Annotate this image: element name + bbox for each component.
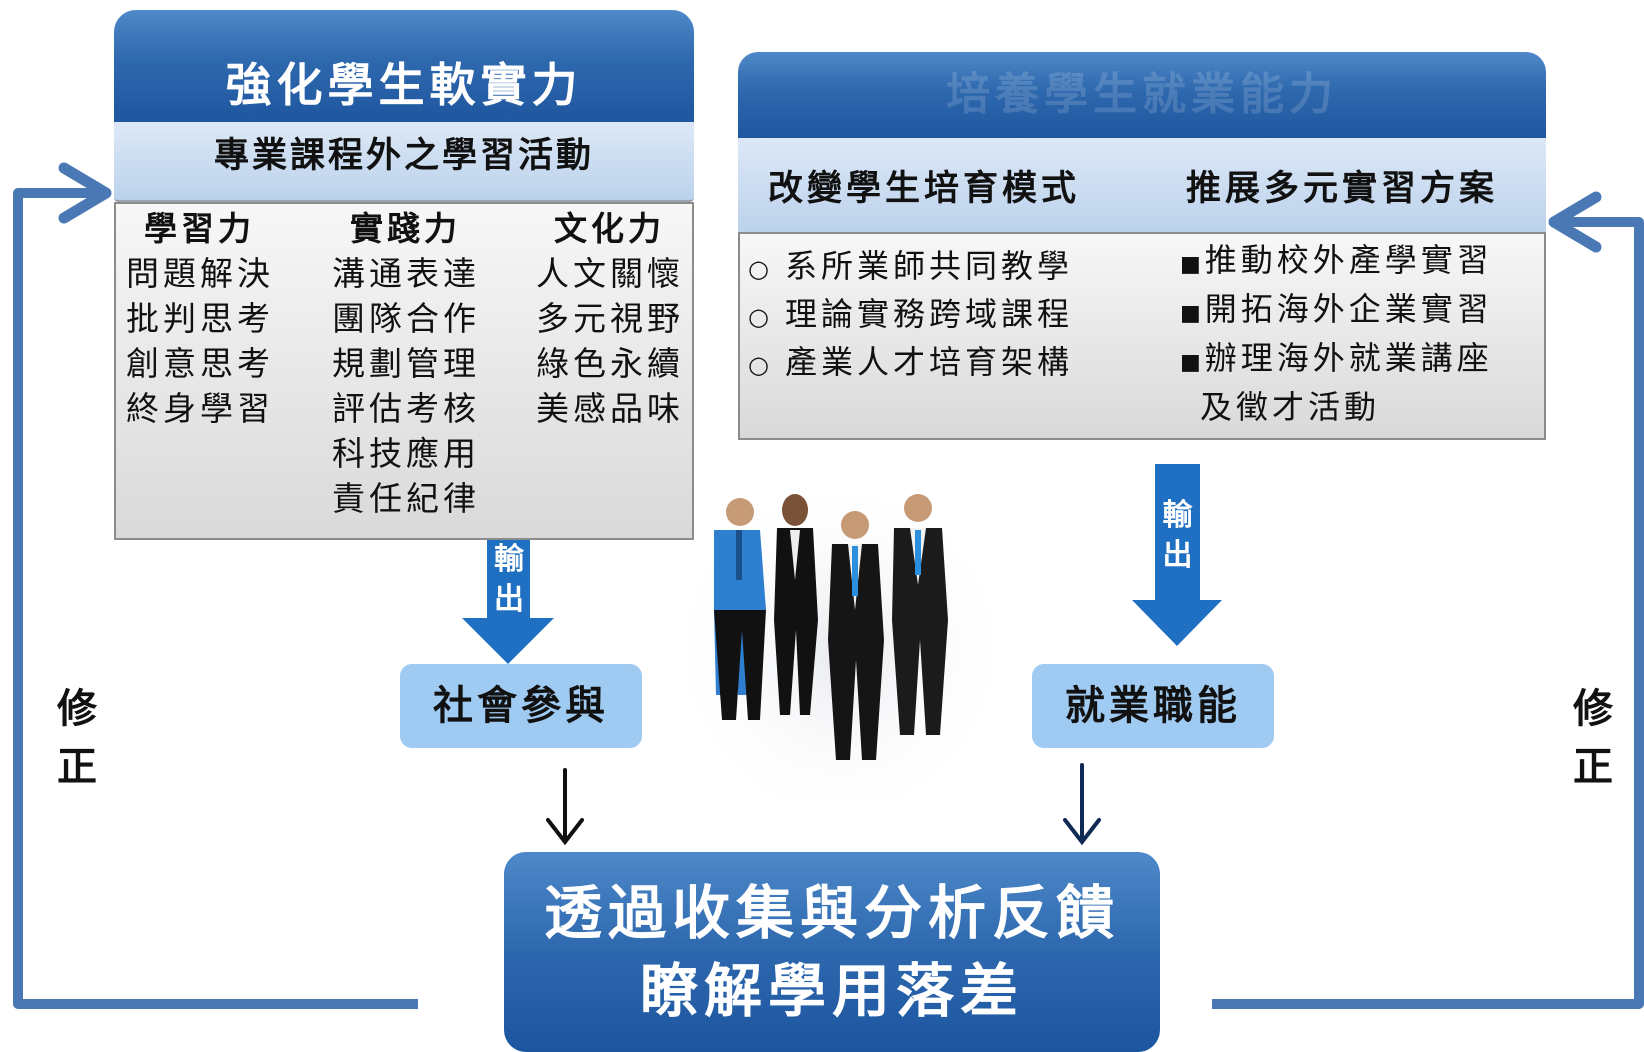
list-item: 多元視野 <box>536 299 684 338</box>
right-revise-label: 修 正 <box>1573 685 1613 790</box>
feedback-line-2: 瞭解學用落差 <box>639 957 1024 1025</box>
right-col2-heading: 推展多元實習方案 <box>1186 168 1499 209</box>
left-output-label: 輸 出 <box>494 542 524 617</box>
list-item: ■辦理海外就業講座 <box>1180 339 1493 377</box>
left-loop-line <box>13 188 418 1009</box>
right-panel-subheader: 改變學生培育模式 推展多元實習方案 <box>738 138 1546 234</box>
left-down-arrowhead <box>546 818 584 846</box>
business-people-group-icon <box>680 470 1000 800</box>
circle-bullet-icon: ○ <box>748 303 773 331</box>
right-col1-heading: 改變學生培育模式 <box>768 168 1081 209</box>
left-output-arrow <box>462 537 554 664</box>
list-item: 批判思考 <box>126 299 274 338</box>
outcome-social-participation: 社會參與 <box>400 664 642 748</box>
right-loop-arrowhead <box>1548 191 1602 253</box>
left-panel-body <box>114 202 694 540</box>
person-1 <box>714 498 766 720</box>
list-item: ■開拓海外企業實習 <box>1180 290 1493 328</box>
square-bullet-icon: ■ <box>1180 252 1205 277</box>
list-item: 規劃管理 <box>332 344 480 383</box>
right-output-label: 輸 出 <box>1162 498 1193 573</box>
list-item: 終身學習 <box>126 389 274 428</box>
column-culture: 文化力 人文關懷 多元視野 綠色永續 美感品味 <box>536 206 696 431</box>
right-col1-list: ○系所業師共同教學 ○理論實務跨域課程 ○產業人才培育架構 <box>748 244 1168 388</box>
column-learning: 學習力 問題解決 批判思考 創意思考 終身學習 <box>126 206 286 431</box>
circle-bullet-icon: ○ <box>748 255 773 283</box>
list-item: 問題解決 <box>126 254 274 293</box>
column-heading: 文化力 <box>554 209 665 248</box>
list-item: ○產業人才培育架構 <box>748 343 1073 381</box>
left-panel-subtitle: 專業課程外之學習活動 <box>114 122 694 202</box>
right-col2-list: ■推動校外產學實習 ■開拓海外企業實習 ■辦理海外就業講座 及徵才活動 <box>1180 238 1540 430</box>
list-item: ■推動校外產學實習 <box>1180 241 1493 279</box>
right-output-arrow <box>1132 464 1222 646</box>
left-panel-title: 強化學生軟實力 <box>114 10 694 122</box>
person-4 <box>892 494 948 735</box>
right-loop-line <box>1212 217 1644 1009</box>
list-item: 綠色永續 <box>536 344 684 383</box>
list-item: 創意思考 <box>126 344 274 383</box>
right-panel-title: 培養學生就業能力 <box>738 52 1546 138</box>
circle-bullet-icon: ○ <box>748 351 773 379</box>
list-item: 團隊合作 <box>332 299 480 338</box>
list-item: 責任紀律 <box>332 479 480 518</box>
outcome-employment-skills: 就業職能 <box>1032 664 1274 748</box>
square-bullet-icon: ■ <box>1180 301 1205 326</box>
list-item: 科技應用 <box>332 434 480 473</box>
list-item: 溝通表達 <box>332 254 480 293</box>
right-panel: 培養學生就業能力 改變學生培育模式 推展多元實習方案 ○系所業師共同教學 ○理論… <box>738 52 1546 440</box>
left-loop-arrowhead <box>58 162 112 224</box>
list-item: 美感品味 <box>536 389 684 428</box>
list-item: 及徵才活動 <box>1200 388 1381 426</box>
feedback-box: 透過收集與分析反饋 瞭解學用落差 <box>504 852 1160 1052</box>
list-item: ○理論實務跨域課程 <box>748 295 1073 333</box>
person-2 <box>774 494 818 715</box>
right-down-arrowhead <box>1063 818 1101 846</box>
left-revise-label: 修 正 <box>57 685 97 790</box>
list-item: ○系所業師共同教學 <box>748 247 1073 285</box>
column-heading: 學習力 <box>144 209 255 248</box>
column-practice: 實踐力 溝通表達 團隊合作 規劃管理 評估考核 科技應用 責任紀律 <box>332 206 492 521</box>
left-panel: 強化學生軟實力 專業課程外之學習活動 學習力 問題解決 批判思考 創意思考 終身… <box>114 10 696 540</box>
list-item: 評估考核 <box>332 389 480 428</box>
feedback-line-1: 透過收集與分析反饋 <box>543 879 1120 947</box>
right-panel-body <box>738 232 1546 440</box>
square-bullet-icon: ■ <box>1180 350 1205 375</box>
column-heading: 實踐力 <box>350 209 461 248</box>
list-item: 人文關懷 <box>536 254 684 293</box>
person-3 <box>828 511 884 760</box>
